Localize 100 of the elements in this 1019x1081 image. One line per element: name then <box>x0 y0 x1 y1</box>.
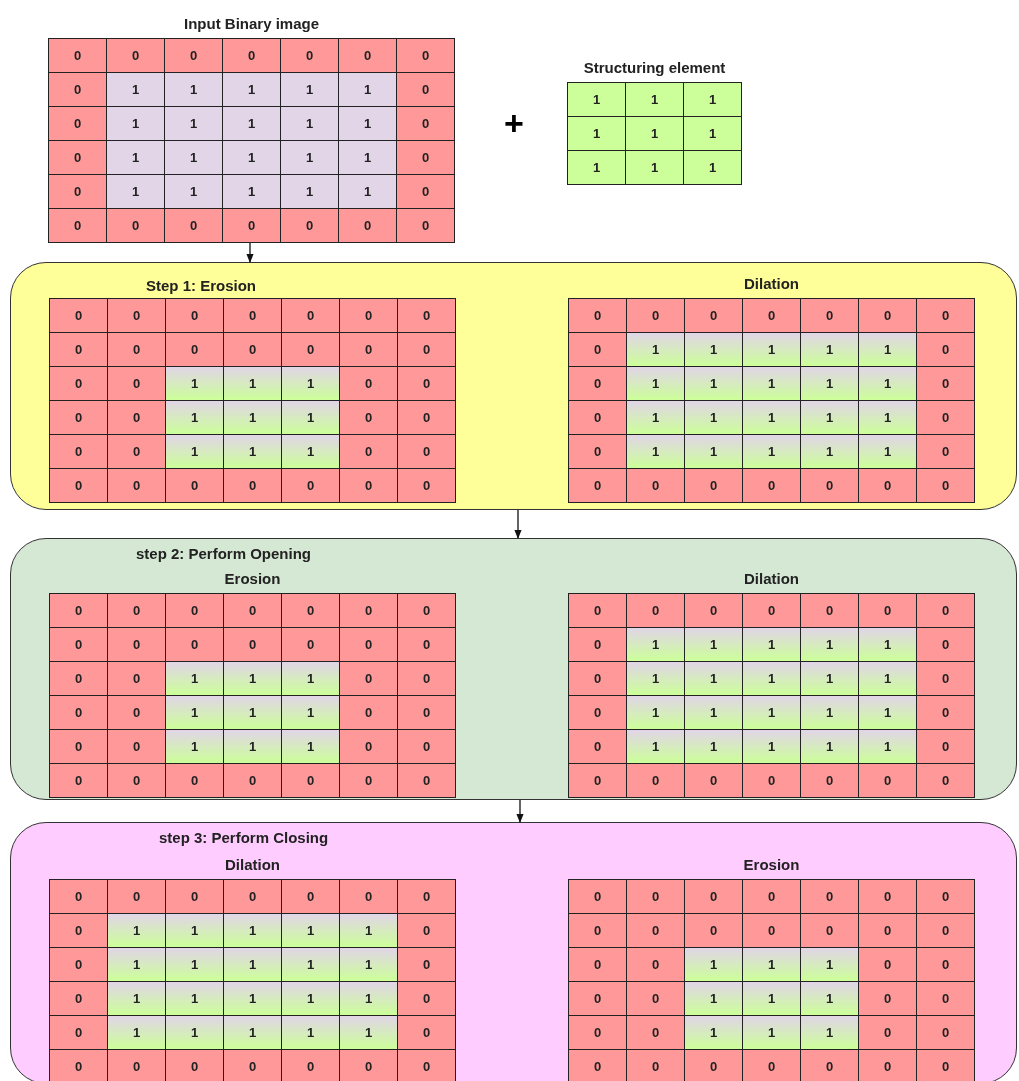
pixel-cell: 0 <box>108 299 166 333</box>
pixel-cell: 0 <box>801 764 859 798</box>
pixel-cell: 1 <box>281 175 339 209</box>
grid-title: Structuring element <box>583 59 726 76</box>
pixel-cell: 0 <box>398 982 456 1016</box>
pixel-cell: 0 <box>49 175 107 209</box>
pixel-cell: 0 <box>166 333 224 367</box>
pixel-cell: 0 <box>743 914 801 948</box>
pixel-cell: 0 <box>49 107 107 141</box>
pixel-cell: 0 <box>50 662 108 696</box>
pixel-cell: 0 <box>224 628 282 662</box>
pixel-cell: 1 <box>743 628 801 662</box>
pixel-cell: 0 <box>224 1050 282 1081</box>
pixel-cell: 1 <box>223 141 281 175</box>
pixel-cell: 1 <box>340 1016 398 1050</box>
pixel-cell: 0 <box>108 628 166 662</box>
pixel-cell: 0 <box>801 880 859 914</box>
pixel-cell: 0 <box>108 880 166 914</box>
pixel-cell: 1 <box>685 982 743 1016</box>
pixel-cell: 0 <box>223 209 281 243</box>
pixel-cell: 0 <box>627 914 685 948</box>
grid-title: Erosion <box>224 570 281 587</box>
pixel-cell: 0 <box>917 299 975 333</box>
pixel-cell: 0 <box>569 914 627 948</box>
pixel-cell: 0 <box>398 730 456 764</box>
pixel-cell: 0 <box>282 299 340 333</box>
pixel-cell: 0 <box>49 73 107 107</box>
pixel-cell: 0 <box>50 594 108 628</box>
pixel-cell: 0 <box>398 401 456 435</box>
pixel-cell: 0 <box>224 764 282 798</box>
pixel-cell: 1 <box>859 662 917 696</box>
pixel-cell: 0 <box>50 948 108 982</box>
pixel-cell: 0 <box>50 764 108 798</box>
pixel-cell: 0 <box>917 696 975 730</box>
pixel-cell: 1 <box>743 982 801 1016</box>
pixel-cell: 1 <box>859 730 917 764</box>
pixel-cell: 0 <box>282 764 340 798</box>
pixel-cell: 0 <box>398 880 456 914</box>
pixel-cell: 0 <box>107 209 165 243</box>
pixel-cell: 0 <box>801 469 859 503</box>
pixel-cell: 1 <box>281 107 339 141</box>
pixel-cell: 1 <box>743 367 801 401</box>
pixel-cell: 1 <box>166 367 224 401</box>
pixel-cell: 0 <box>859 1016 917 1050</box>
pixel-cell: 0 <box>397 141 455 175</box>
pixel-cell: 0 <box>108 435 166 469</box>
pixel-cell: 1 <box>107 175 165 209</box>
pixel-cell: 0 <box>569 594 627 628</box>
pixel-cell: 0 <box>569 299 627 333</box>
pixel-cell: 0 <box>397 39 455 73</box>
pixel-cell: 0 <box>859 1050 917 1081</box>
pixel-cell: 0 <box>627 1016 685 1050</box>
pixel-cell: 0 <box>50 730 108 764</box>
pixel-cell: 0 <box>917 333 975 367</box>
pixel-cell: 1 <box>282 662 340 696</box>
pixel-cell: 0 <box>743 764 801 798</box>
grid-title: Dilation <box>225 856 280 873</box>
pixel-cell: 1 <box>685 730 743 764</box>
pixel-cell: 1 <box>801 1016 859 1050</box>
pixel-cell: 0 <box>50 401 108 435</box>
pixel-cell: 1 <box>339 175 397 209</box>
pixel-cell: 0 <box>50 696 108 730</box>
arrow <box>514 509 522 539</box>
pixel-cell: 0 <box>49 209 107 243</box>
pixel-cell: 0 <box>108 469 166 503</box>
pixel-cell: 1 <box>108 1016 166 1050</box>
pixel-cell: 1 <box>166 914 224 948</box>
pixel-cell: 1 <box>224 730 282 764</box>
pixel-cell: 0 <box>569 1016 627 1050</box>
pixel-cell: 1 <box>282 982 340 1016</box>
pixel-cell: 1 <box>224 662 282 696</box>
pixel-cell: 0 <box>917 730 975 764</box>
pixel-cell: 1 <box>685 367 743 401</box>
pixel-cell: 1 <box>166 662 224 696</box>
pixel-cell: 1 <box>801 401 859 435</box>
pixel-cell: 0 <box>108 1050 166 1081</box>
pixel-cell: 1 <box>107 141 165 175</box>
pixel-cell: 0 <box>166 880 224 914</box>
pixel-cell: 1 <box>684 117 742 151</box>
pixel-cell: 1 <box>224 948 282 982</box>
pixel-cell: 0 <box>569 880 627 914</box>
pixel-cell: 0 <box>859 594 917 628</box>
grid-title: Erosion <box>743 856 800 873</box>
pixel-cell: 0 <box>627 982 685 1016</box>
pixel-cell: 1 <box>166 401 224 435</box>
pixel-cell: 1 <box>166 948 224 982</box>
pixel-cell: 0 <box>282 594 340 628</box>
pixel-cell: 1 <box>224 1016 282 1050</box>
pixel-cell: 1 <box>859 401 917 435</box>
pixel-cell: 0 <box>801 914 859 948</box>
pixel-cell: 1 <box>685 662 743 696</box>
pixel-cell: 0 <box>340 1050 398 1081</box>
pixel-cell: 0 <box>224 594 282 628</box>
pixel-cell: 1 <box>626 117 684 151</box>
panel-title: step 2: Perform Opening <box>136 545 312 562</box>
pixel-cell: 1 <box>339 107 397 141</box>
pixel-cell: 1 <box>627 730 685 764</box>
pixel-cell: 1 <box>224 696 282 730</box>
pixel-cell: 0 <box>917 914 975 948</box>
pixel-cell: 0 <box>398 435 456 469</box>
